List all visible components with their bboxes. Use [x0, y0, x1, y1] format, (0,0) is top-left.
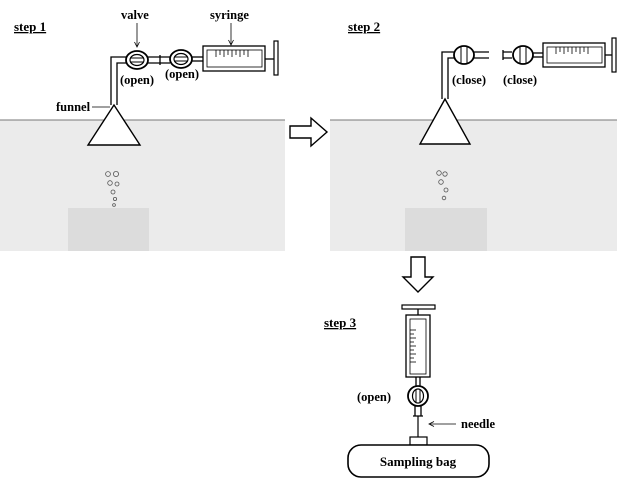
syringe-pointer-head: [228, 39, 234, 46]
funnel-label: funnel: [56, 100, 91, 114]
step3-valve-state: (open): [357, 390, 391, 404]
step2-valve-1-state: (close): [452, 73, 486, 87]
sampling-bag-label: Sampling bag: [380, 454, 457, 469]
step2-tube: [441, 51, 454, 99]
step2-valve-2-state: (close): [503, 73, 537, 87]
step1-valve-1-icon[interactable]: [125, 50, 149, 70]
syringe-label: syringe: [210, 8, 249, 22]
step1-tube: [110, 56, 126, 105]
step2-title: step 2: [348, 19, 380, 34]
bag-septum-port: [409, 436, 428, 446]
step1-connector: [148, 55, 170, 65]
step2-sediment: [405, 208, 487, 251]
valve-label: valve: [121, 8, 149, 22]
block-arrow-down-icon: [401, 256, 435, 293]
step2-bubbles: [436, 170, 449, 201]
step3-syringe-icon[interactable]: [401, 304, 436, 386]
step1-panel: step 1 valve syringe funnel (open) (open…: [0, 8, 285, 251]
step2-valve-1-icon[interactable]: [453, 45, 475, 65]
step1-bubbles: [105, 170, 120, 207]
step1-valve-1-state: (open): [120, 73, 154, 87]
step2-funnel-icon: [418, 97, 472, 145]
step3-valve-outlet: [413, 406, 423, 417]
step2-separated-nozzle-left: [474, 51, 489, 59]
step1-valve-2-state: (open): [165, 67, 199, 81]
step1-sediment: [68, 208, 149, 251]
step2-syringe-icon[interactable]: [542, 37, 617, 73]
block-arrow-right-icon: [289, 116, 329, 148]
step3-valve-icon[interactable]: [407, 385, 429, 407]
step3-title: step 3: [324, 315, 357, 330]
step1-title: step 1: [14, 19, 46, 34]
step1-syringe-icon[interactable]: [202, 40, 279, 76]
needle-pointer-head: [428, 421, 435, 427]
needle-label: needle: [461, 417, 495, 431]
step1-valve-2-icon[interactable]: [169, 49, 193, 69]
step1-funnel-icon: [86, 103, 142, 146]
step2-valve-2-icon[interactable]: [512, 45, 534, 65]
step2-separated-nozzle-right: [502, 50, 512, 60]
valve-pointer-head: [134, 41, 140, 48]
step3-panel: step 3 ne: [324, 304, 495, 478]
step2-panel: step 2 (close) (close): [330, 19, 617, 251]
sampling-bag[interactable]: [347, 444, 490, 478]
